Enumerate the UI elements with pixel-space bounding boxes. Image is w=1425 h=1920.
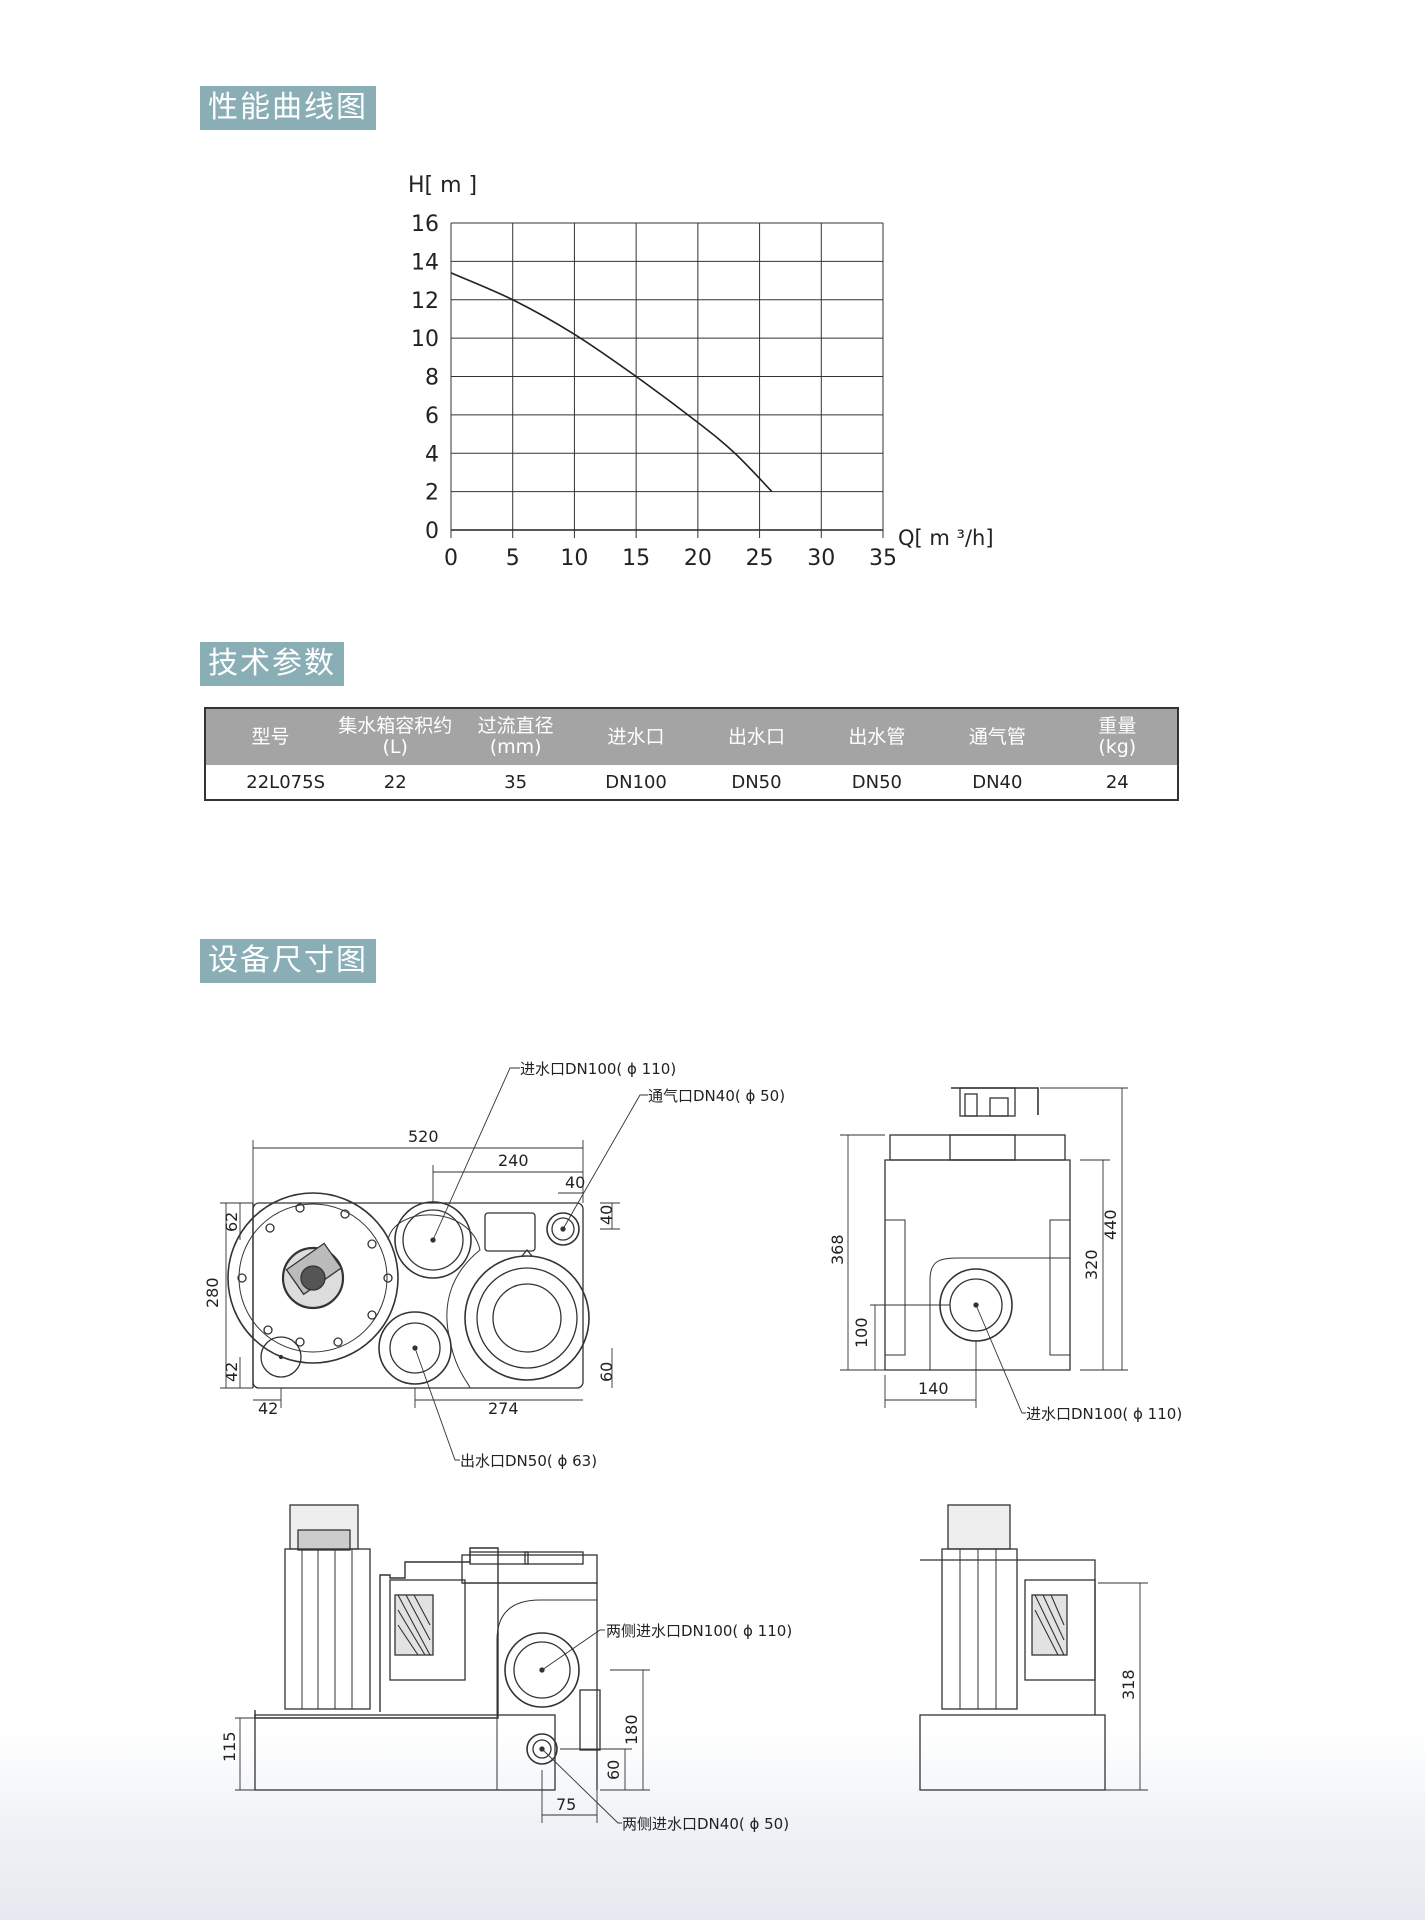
dim-520: 520 <box>408 1127 439 1146</box>
x-tick-label: 30 <box>807 546 835 571</box>
callout-inlet-dn100: 进水口DN100( ϕ 110) <box>520 1060 676 1078</box>
header-inlet: 进水口 <box>575 708 697 765</box>
dim-60-front: 60 <box>604 1760 623 1780</box>
dim-40-vertical: 40 <box>597 1205 616 1225</box>
front-view-drawing <box>235 1504 650 1824</box>
header-outlet-pipe: 出水管 <box>816 708 938 765</box>
y-tick-label: 8 <box>425 366 439 391</box>
header-vent-pipe: 通气管 <box>937 708 1058 765</box>
dim-180: 180 <box>622 1714 641 1745</box>
x-axis-label: Q[ m ³/h] <box>898 526 994 550</box>
dim-100: 100 <box>852 1317 871 1348</box>
dim-240: 240 <box>498 1151 529 1170</box>
chart-ticks: 0 5 10 15 20 25 30 35 0 2 4 6 8 10 12 14 16 <box>411 212 897 571</box>
dim-140: 140 <box>918 1379 949 1398</box>
y-tick-label: 12 <box>411 289 439 314</box>
header-model: 型号 <box>205 708 335 765</box>
header-weight: 重量(kg) <box>1057 708 1178 765</box>
cell-pass-diameter: 35 <box>455 765 576 800</box>
header-tank-volume: 集水箱容积约(L) <box>335 708 456 765</box>
dim-320: 320 <box>1082 1249 1101 1280</box>
x-tick-label: 35 <box>869 546 897 571</box>
dim-60-top: 60 <box>597 1362 616 1382</box>
y-tick-label: 6 <box>425 404 439 429</box>
x-tick-label: 20 <box>684 546 712 571</box>
spec-row: 22L075S 22 35 DN100 DN50 DN50 DN40 24 <box>205 765 1178 800</box>
y-tick-label: 10 <box>411 327 439 352</box>
cell-tank-volume: 22 <box>335 765 456 800</box>
dim-42-horizontal: 42 <box>258 1399 278 1418</box>
dim-280: 280 <box>203 1277 222 1308</box>
callout-both-side-inlet-dn100: 两侧进水口DN100( ϕ 110) <box>606 1622 792 1640</box>
dim-42-vertical: 42 <box>222 1362 241 1382</box>
dim-115: 115 <box>220 1731 239 1762</box>
performance-curve-line <box>450 272 773 493</box>
spec-header-row: 型号 集水箱容积约(L) 过流直径(mm) 进水口 出水口 出水管 通气管 重量… <box>205 708 1178 765</box>
callout-outlet-dn50: 出水口DN50( ϕ 63) <box>460 1452 597 1470</box>
cell-inlet: DN100 <box>575 765 697 800</box>
background-band <box>0 1730 1425 1920</box>
cell-vent-pipe: DN40 <box>937 765 1058 800</box>
cell-outlet-pipe: DN50 <box>816 765 938 800</box>
cell-model: 22L075S <box>205 765 335 800</box>
performance-curve-title: 性能曲线图 <box>200 86 376 130</box>
dim-440: 440 <box>1101 1209 1120 1240</box>
y-tick-label: 14 <box>411 250 439 275</box>
x-tick-label: 15 <box>622 546 650 571</box>
x-tick-label: 5 <box>506 546 520 571</box>
performance-chart: 0 5 10 15 20 25 30 35 0 2 4 6 8 10 12 14 16 H[ m ] Q[ m … <box>408 173 994 571</box>
y-tick-label: 0 <box>425 519 439 544</box>
callout-side-inlet-dn100: 进水口DN100( ϕ 110) <box>1026 1405 1182 1423</box>
x-tick-label: 25 <box>746 546 774 571</box>
y-axis-label: H[ m ] <box>408 173 477 198</box>
spec-table: 型号 集水箱容积约(L) 过流直径(mm) 进水口 出水口 出水管 通气管 重量… <box>204 707 1179 801</box>
y-tick-label: 4 <box>425 442 439 467</box>
dim-40-horizontal: 40 <box>565 1173 585 1192</box>
dim-274: 274 <box>488 1399 519 1418</box>
spec-title: 技术参数 <box>200 642 344 686</box>
dimension-labels: 520 240 40 40 62 280 42 42 274 60 进水口DN1… <box>203 1060 1182 1833</box>
header-pass-diameter: 过流直径(mm) <box>455 708 576 765</box>
callout-vent-dn40: 通气口DN40( ϕ 50) <box>648 1087 785 1105</box>
dim-368: 368 <box>828 1234 847 1265</box>
cell-weight: 24 <box>1057 765 1178 800</box>
end-view-drawing <box>919 1504 1148 1791</box>
dim-318: 318 <box>1119 1669 1138 1700</box>
dim-62: 62 <box>222 1212 241 1232</box>
x-tick-label: 10 <box>560 546 588 571</box>
cell-outlet: DN50 <box>696 765 817 800</box>
side-view-drawing <box>840 1087 1128 1414</box>
header-outlet: 出水口 <box>696 708 817 765</box>
dim-75: 75 <box>556 1795 576 1814</box>
y-tick-label: 2 <box>425 481 439 506</box>
x-tick-label: 0 <box>444 546 458 571</box>
dimension-title: 设备尺寸图 <box>200 939 376 983</box>
top-view-drawing <box>220 1067 648 1461</box>
y-tick-label: 16 <box>411 212 439 237</box>
callout-both-side-inlet-dn40: 两侧进水口DN40( ϕ 50) <box>622 1815 789 1833</box>
